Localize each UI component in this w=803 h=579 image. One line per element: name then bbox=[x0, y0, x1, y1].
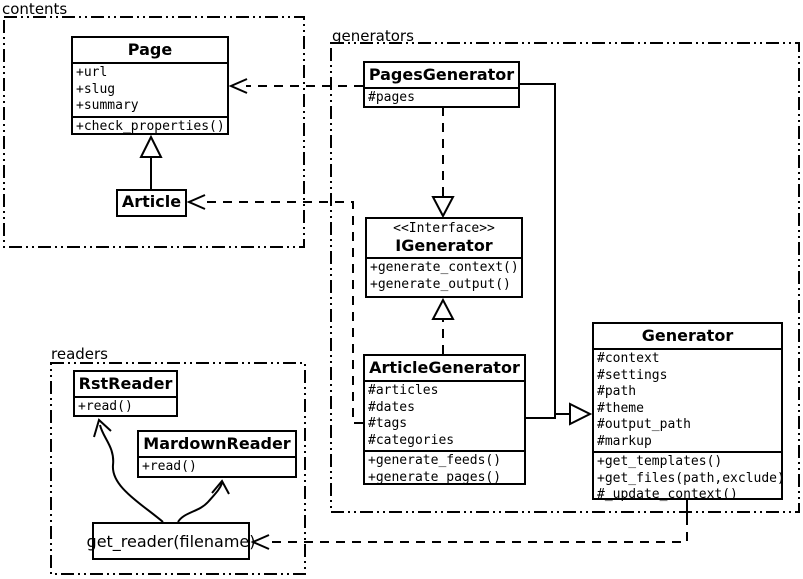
class-mardownreader-name: MardownReader bbox=[139, 432, 295, 458]
attribute-context: #context bbox=[597, 351, 660, 366]
attribute-output-path: #output_path bbox=[597, 417, 691, 432]
class-igenerator: <<Interface>> IGenerator +generate_conte… bbox=[365, 217, 523, 298]
get-reader-function-box: get_reader(filename) bbox=[87, 522, 255, 560]
contents-package-border bbox=[3, 16, 305, 248]
class-page-attributes: +url +slug +summary bbox=[73, 64, 227, 118]
class-article-name: Article bbox=[121, 192, 182, 211]
attribute-url: +url bbox=[76, 65, 108, 80]
generator-getreader-dependency-line bbox=[269, 516, 688, 543]
attribute-articles: #articles bbox=[368, 383, 439, 398]
class-pagesgenerator: PagesGenerator #pages bbox=[363, 61, 520, 108]
interface-stereotype: <<Interface>> bbox=[393, 221, 495, 236]
class-articlegenerator-name: ArticleGenerator bbox=[365, 356, 524, 382]
method-get-files: +get_files(path,exclude) bbox=[597, 470, 785, 486]
method-check-properties: +check_properties() bbox=[76, 118, 225, 134]
class-articlegenerator-methods: +generate_feeds() +generate_pages() bbox=[365, 452, 524, 487]
class-mardownreader-methods: +read() bbox=[139, 458, 295, 477]
class-igenerator-name: IGenerator bbox=[395, 236, 493, 255]
pagesgenerator-page-arrowhead-icon bbox=[228, 78, 248, 94]
class-generator: Generator #context #settings #path #them… bbox=[592, 322, 785, 502]
class-articlegenerator-attributes: #articles #dates #tags #categories bbox=[365, 382, 524, 452]
method-generate-context: +generate_context() bbox=[370, 260, 519, 275]
class-page: Page +url +slug +summary +check_properti… bbox=[71, 36, 229, 135]
getreader-mardownreader-curve bbox=[177, 482, 223, 523]
getreader-mardownreader-arrowhead-icon bbox=[211, 479, 230, 495]
method-generate-feeds: +generate_feeds() bbox=[368, 453, 502, 468]
class-rstreader: RstReader +read() bbox=[73, 370, 178, 417]
generators-package-border bbox=[330, 42, 800, 513]
class-generator-attributes: #context #settings #path #theme #output_… bbox=[594, 350, 781, 453]
class-igenerator-header: <<Interface>> IGenerator bbox=[367, 219, 521, 259]
articlegenerator-igenerator-triangle-icon bbox=[431, 297, 455, 320]
class-pagesgenerator-attributes: #pages bbox=[365, 89, 518, 108]
class-page-methods: +check_properties() bbox=[73, 118, 227, 137]
readers-package-border bbox=[50, 362, 306, 575]
class-page-name: Page bbox=[73, 38, 227, 64]
getreader-rstreader-curve bbox=[99, 424, 164, 523]
attribute-theme: #theme bbox=[597, 400, 644, 416]
package-label-readers: readers bbox=[51, 345, 108, 363]
method-update-context: #_update_context() bbox=[597, 487, 738, 502]
attribute-slug: +slug bbox=[76, 81, 116, 97]
generators-generator-inheritance-line bbox=[520, 83, 556, 419]
attribute-summary: +summary bbox=[76, 98, 139, 113]
attribute-dates: #dates bbox=[368, 399, 415, 415]
articlegenerator-article-dependency-line bbox=[204, 201, 363, 424]
article-page-inheritance-triangle-icon bbox=[139, 134, 163, 158]
attribute-markup: #markup bbox=[597, 433, 652, 449]
package-label-generators: generators bbox=[332, 27, 414, 45]
getreader-rstreader-arrowhead-icon bbox=[93, 418, 112, 438]
method-read: +read() bbox=[142, 459, 197, 474]
attribute-pages: #pages bbox=[368, 90, 415, 105]
class-rstreader-name: RstReader bbox=[75, 372, 176, 398]
class-generator-name: Generator bbox=[594, 324, 781, 350]
class-articlegenerator: ArticleGenerator #articles #dates #tags … bbox=[363, 354, 526, 485]
pagesgenerator-igenerator-triangle-icon bbox=[431, 196, 455, 219]
generator-inheritance-triangle-icon bbox=[569, 402, 593, 426]
attribute-categories: #categories bbox=[368, 432, 455, 448]
method-get-templates: +get_templates() bbox=[597, 454, 723, 469]
package-label-contents: contents bbox=[2, 0, 68, 18]
attribute-settings: #settings bbox=[597, 367, 668, 383]
get-reader-label: get_reader(filename) bbox=[86, 531, 256, 551]
class-igenerator-methods: +generate_context() +generate_output() bbox=[367, 259, 521, 296]
articlegenerator-article-arrowhead-icon bbox=[186, 194, 206, 210]
method-read: +read() bbox=[78, 399, 133, 414]
generator-getreader-arrowhead-icon bbox=[250, 534, 270, 550]
class-mardownreader: MardownReader +read() bbox=[137, 430, 297, 478]
attribute-tags: #tags bbox=[368, 416, 408, 431]
class-generator-methods: +get_templates() +get_files(path,exclude… bbox=[594, 453, 785, 505]
method-generate-output: +generate_output() bbox=[370, 276, 511, 292]
class-article: Article bbox=[116, 189, 187, 217]
class-pagesgenerator-name: PagesGenerator bbox=[365, 63, 518, 89]
attribute-path: #path bbox=[597, 384, 637, 399]
method-generate-pages: +generate_pages() bbox=[368, 469, 502, 485]
class-rstreader-methods: +read() bbox=[75, 398, 176, 417]
